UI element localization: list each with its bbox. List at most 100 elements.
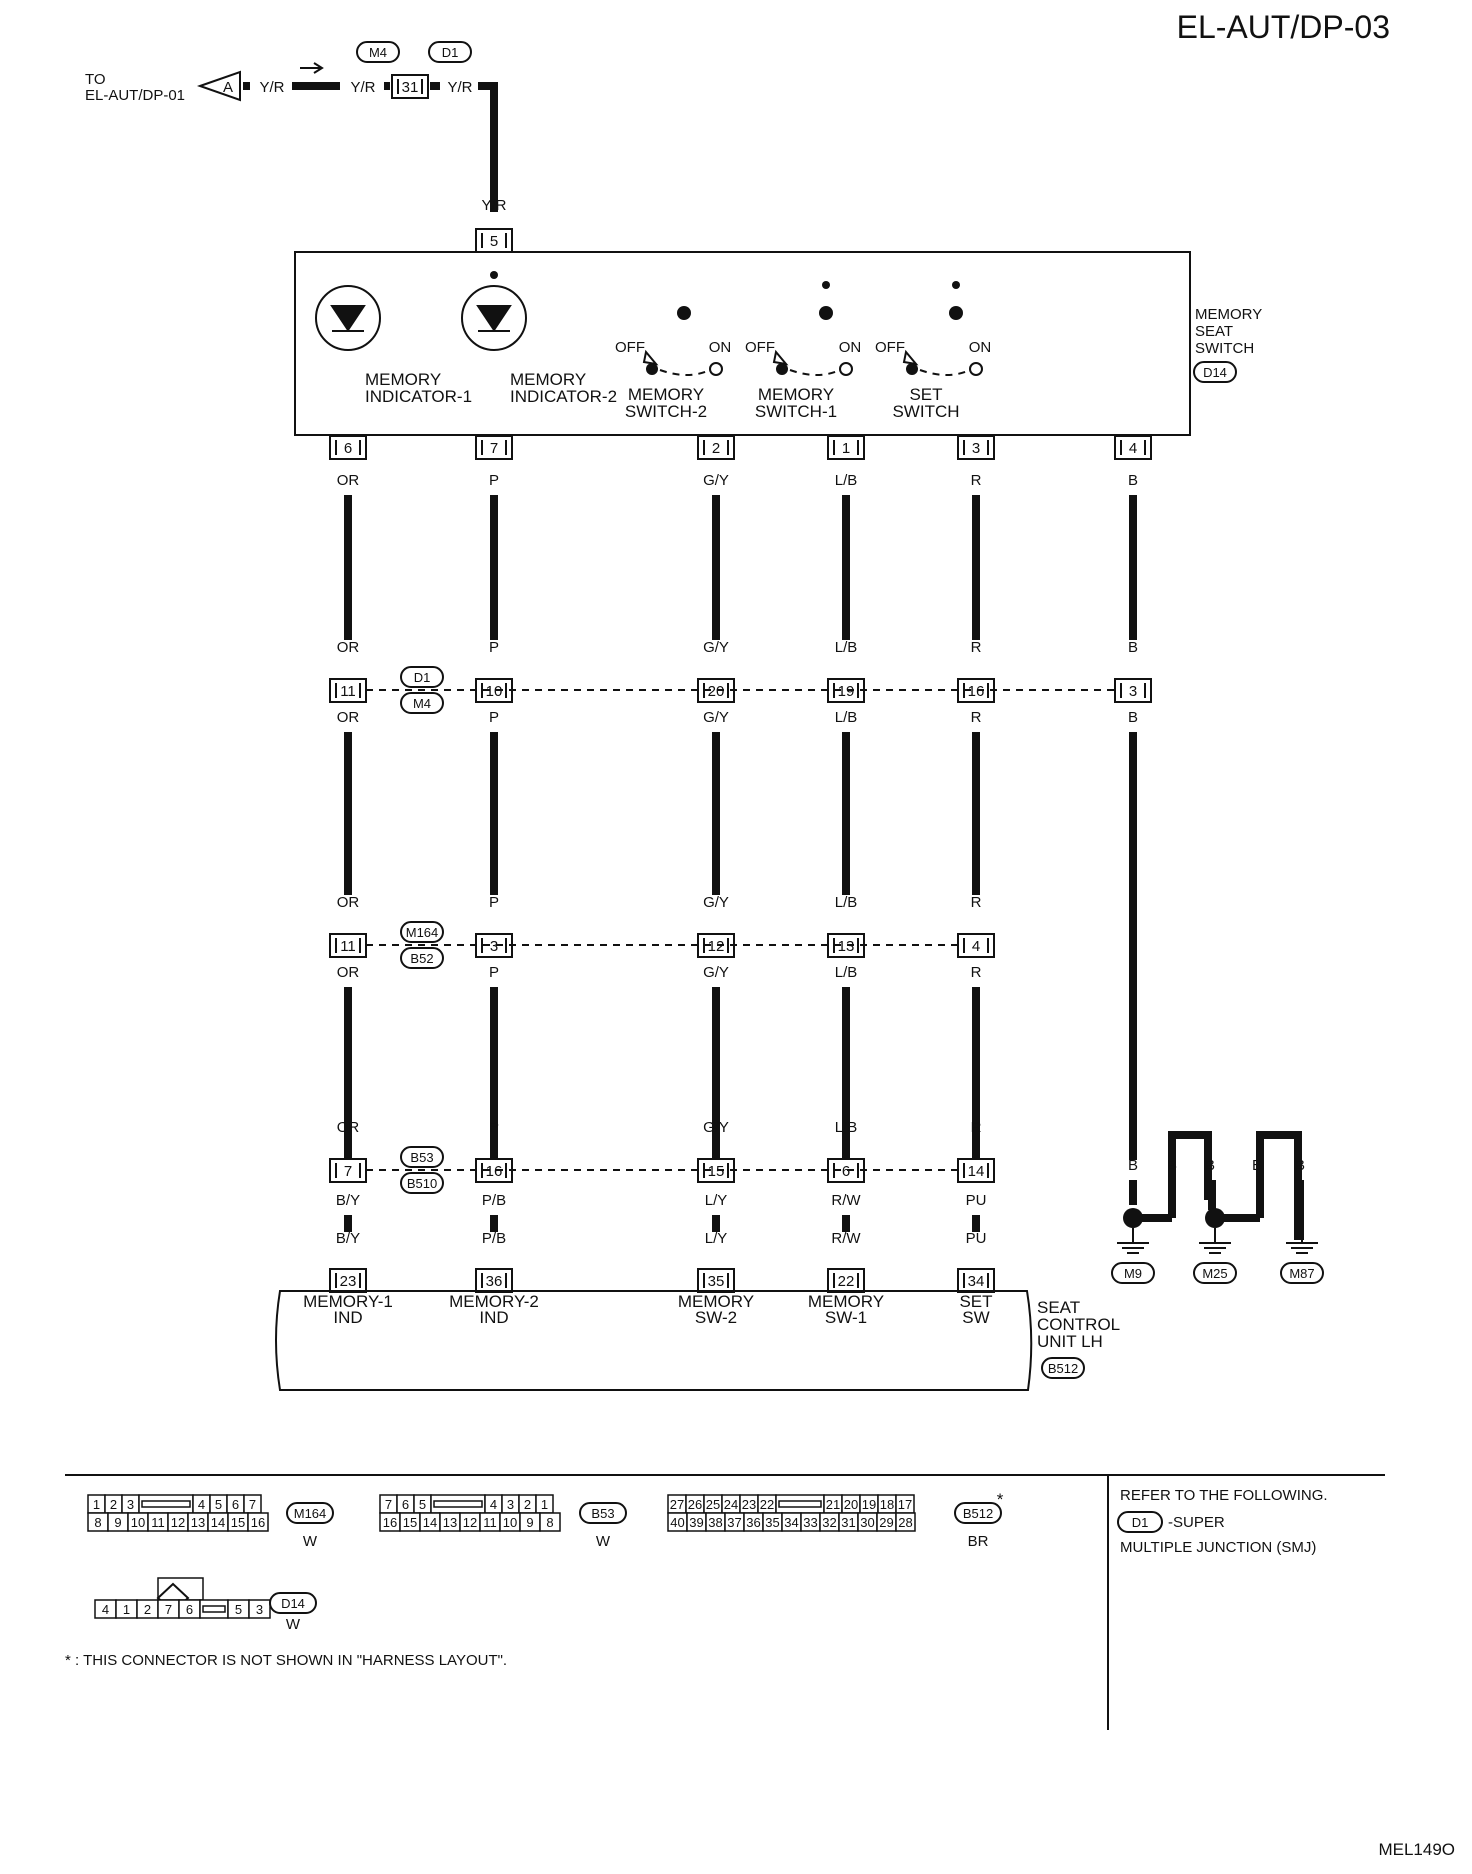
legend-b53-pin: 5 <box>419 1497 426 1512</box>
wire-color: R <box>971 472 982 489</box>
wire-color: OR <box>337 472 360 489</box>
seat-unit-pin-label: SW-1 <box>825 1308 867 1327</box>
connector-d1 <box>400 666 444 688</box>
legend-b512-pin: 19 <box>862 1497 876 1512</box>
seat-unit-pin-label: 34 <box>968 1273 985 1290</box>
legend-b53-pin: 6 <box>402 1497 409 1512</box>
switch-contact-off <box>776 363 788 375</box>
wire-color: P <box>489 894 499 911</box>
wire-color: B <box>1252 1157 1262 1174</box>
legend-b512-pin: 23 <box>742 1497 756 1512</box>
legend-b512-pin: 31 <box>841 1515 855 1530</box>
seat-unit-pin-label: SW <box>962 1308 989 1327</box>
refer-text: REFER TO THE FOLLOWING. <box>1120 1487 1328 1504</box>
switch-throw <box>659 369 711 376</box>
connector-pin-m164-label: 13 <box>838 938 855 955</box>
seat-unit-name: CONTROL <box>1037 1315 1120 1334</box>
switch-pin <box>827 435 865 460</box>
legend-b512-pin: 33 <box>803 1515 817 1530</box>
connector-m164-label: M164 <box>406 925 439 940</box>
seat-unit-pin-label: MEMORY <box>808 1292 884 1311</box>
wire-color: R/W <box>831 1230 861 1247</box>
wire-color: L/B <box>835 894 858 911</box>
legend-b53-pin: 7 <box>385 1497 392 1512</box>
legend-m164-pin: 6 <box>232 1497 239 1512</box>
switch-pin-label: 2 <box>712 440 720 457</box>
arrow-letter: A <box>223 79 233 96</box>
legend-b53-latch <box>433 1500 483 1508</box>
legend-m164-pin: 1 <box>93 1497 100 1512</box>
to-ref: EL-AUT/DP-01 <box>85 87 185 104</box>
legend-b512-pin: 35 <box>765 1515 779 1530</box>
legend-d14-pin: 4 <box>102 1602 109 1617</box>
wire-color: G/Y <box>703 639 729 656</box>
legend-m164-pin: 11 <box>151 1515 165 1530</box>
seat-unit-name: UNIT LH <box>1037 1332 1103 1351</box>
legend-color: W <box>596 1533 611 1550</box>
legend-m164-cell <box>247 1512 269 1532</box>
switch-contact-on <box>969 362 983 376</box>
legend-b512-pin: 25 <box>706 1497 720 1512</box>
seat-unit-pin-label: SET <box>959 1292 992 1311</box>
switch-contact-off <box>646 363 658 375</box>
switch-label: SWITCH <box>892 402 959 421</box>
wire-color: B <box>1128 472 1138 489</box>
switch-off-label: OFF <box>745 339 775 356</box>
connector-b53 <box>400 1146 444 1168</box>
wire-color: P <box>489 709 499 726</box>
connector-b52-label: B52 <box>410 951 433 966</box>
seat-unit-pin-label: 36 <box>486 1273 503 1290</box>
legend-b53-id <box>579 1502 627 1524</box>
switch-pin <box>957 435 995 460</box>
wire-color: R <box>971 964 982 981</box>
connector-b512 <box>1041 1357 1085 1379</box>
switch-arrow <box>902 349 919 366</box>
wire-color: G/Y <box>703 964 729 981</box>
connector-pin-m164-label: 3 <box>490 938 498 955</box>
switch-label: SWITCH-1 <box>755 402 837 421</box>
wire-color: OR <box>337 639 360 656</box>
wire-color: P <box>489 472 499 489</box>
connector-pin-m164-label: 4 <box>972 938 980 955</box>
wire-color: R <box>971 894 982 911</box>
splice-dot <box>1205 1208 1225 1228</box>
legend-m164-pin: 2 <box>110 1497 117 1512</box>
current-arrow <box>300 62 324 74</box>
connector-b510-label: B510 <box>407 1176 437 1191</box>
seat-unit-name: SEAT <box>1037 1298 1080 1317</box>
connector-b510 <box>400 1172 444 1194</box>
figure-code: MEL149O <box>1378 1840 1455 1859</box>
switch-pivot <box>949 306 963 320</box>
legend-m164-id <box>286 1502 334 1524</box>
connector-pin-m164-label: 11 <box>340 938 356 955</box>
legend-star: * <box>997 1490 1004 1509</box>
legend-b512-pin: 22 <box>760 1497 774 1512</box>
connector-d14 <box>1193 361 1237 383</box>
legend-m164-pin: 5 <box>215 1497 222 1512</box>
switch-contact-on <box>709 362 723 376</box>
legend-b512-pin: 28 <box>898 1515 912 1530</box>
legend-b53-pin: 3 <box>507 1497 514 1512</box>
legend-m164-id-label: M164 <box>294 1506 327 1521</box>
indicator-label: MEMORY <box>365 370 441 389</box>
legend-b512-pin: 39 <box>689 1515 703 1530</box>
wire-color: B <box>1205 1157 1215 1174</box>
wire-color: L/B <box>835 964 858 981</box>
switch-contact-on <box>839 362 853 376</box>
switch-pin-5-label: 5 <box>490 233 498 250</box>
wire-color: B <box>1167 1157 1177 1174</box>
legend-m164-pin: 16 <box>251 1515 265 1530</box>
legend-m164-pin: 7 <box>249 1497 256 1512</box>
switch-label: SET <box>909 385 942 404</box>
seat-unit-pin-label: MEMORY-2 <box>449 1292 539 1311</box>
wire-color: B <box>1128 1157 1138 1174</box>
ground-connector <box>1280 1262 1324 1284</box>
switch-on-label: ON <box>709 339 732 356</box>
seat-unit-pin-label: 23 <box>340 1273 357 1290</box>
node-dot <box>822 281 830 289</box>
wire-color: L/B <box>835 1119 858 1136</box>
seat-unit-pin-label: MEMORY-1 <box>303 1292 393 1311</box>
wire-color: L/B <box>835 639 858 656</box>
legend-b512-pin: 24 <box>724 1497 738 1512</box>
